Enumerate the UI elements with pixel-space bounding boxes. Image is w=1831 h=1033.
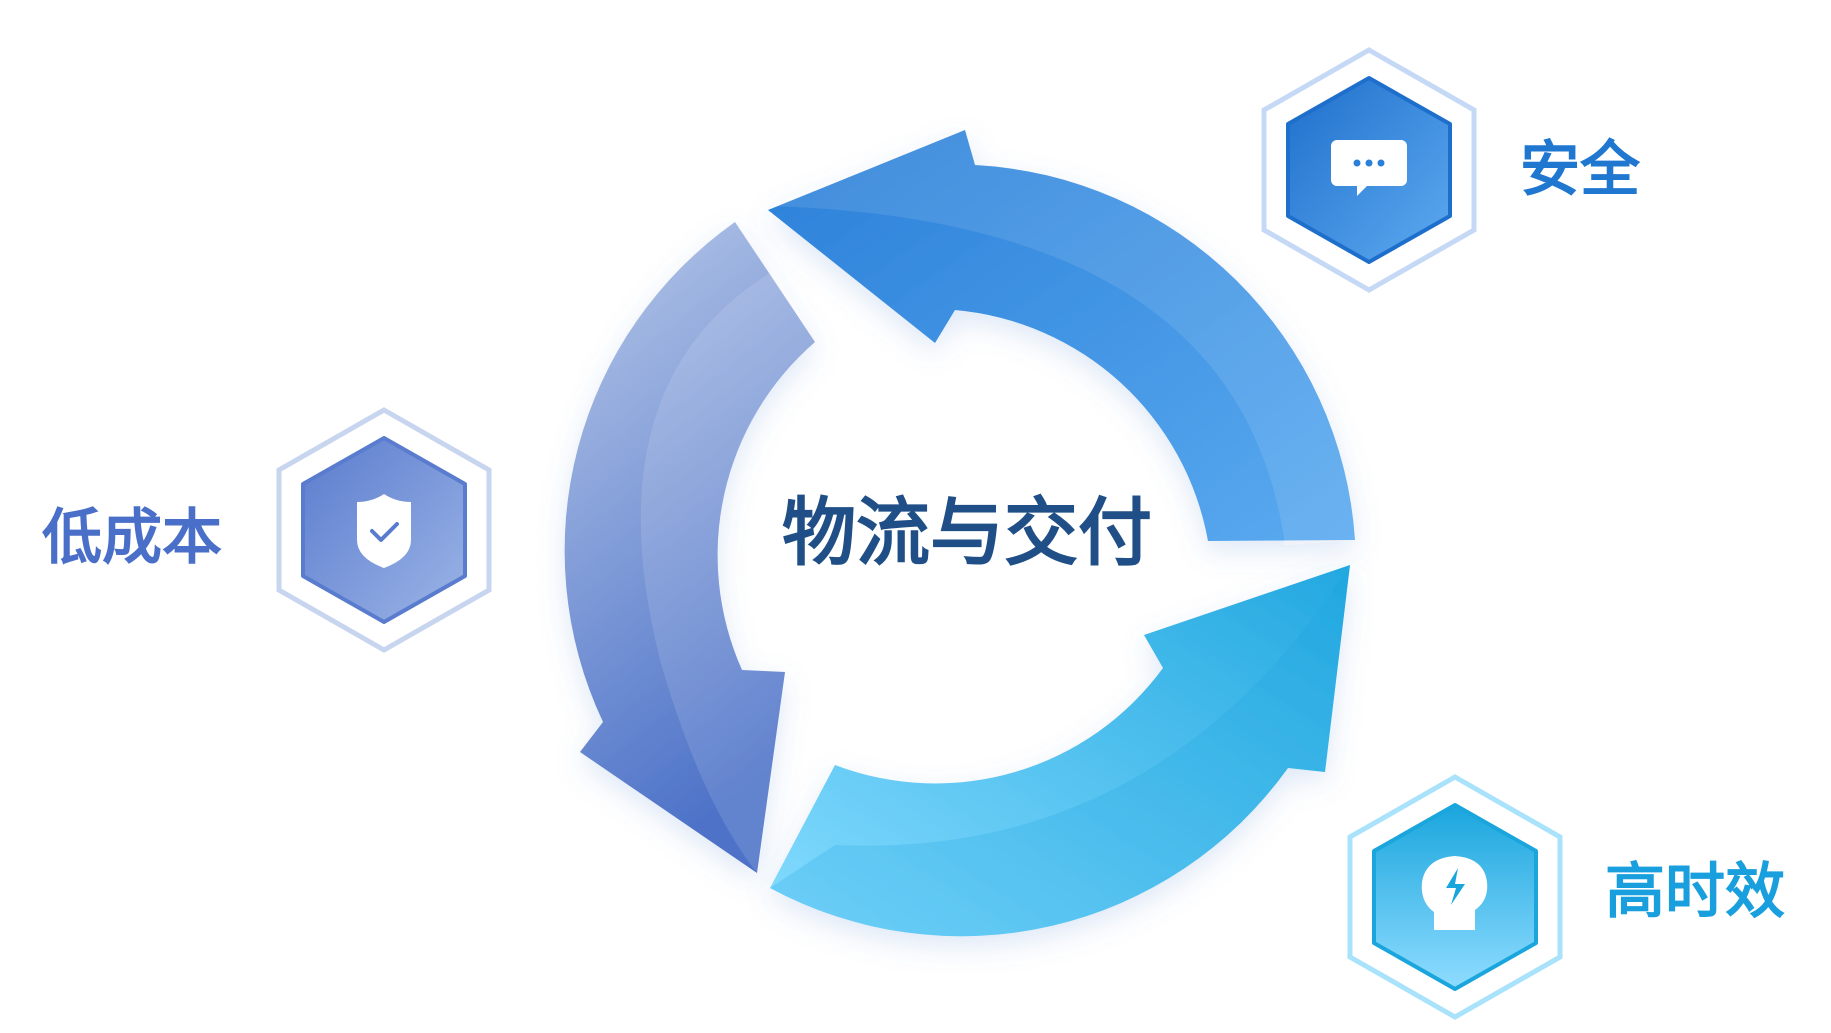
arrow-left	[564, 222, 815, 873]
label-low-cost: 低成本	[42, 503, 222, 573]
center-title: 物流与交付	[782, 490, 1152, 576]
chat-bubble-icon	[1331, 140, 1407, 196]
hexagon-low-cost	[276, 407, 492, 653]
label-safety: 安全	[1520, 135, 1641, 205]
head-lightning-icon	[1421, 856, 1488, 930]
label-high-timeliness: 高时效	[1605, 857, 1785, 927]
arrow-top	[768, 130, 1355, 545]
shield-check-icon	[357, 494, 411, 568]
hexagon-high-timeliness	[1347, 774, 1563, 1020]
arrow-bottom	[770, 565, 1350, 937]
hexagon-safety	[1261, 47, 1477, 293]
